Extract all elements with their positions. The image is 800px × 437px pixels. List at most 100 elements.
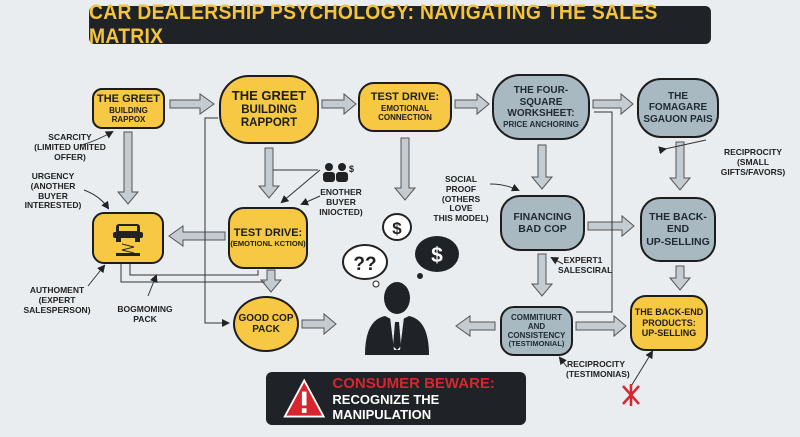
car-on-lift-icon <box>113 224 143 256</box>
node-text: PACK <box>252 324 280 335</box>
label-text: ENOTHER <box>320 187 362 197</box>
label-text: (OTHERS LOVE <box>441 193 481 214</box>
node-text: BUILDING RAPPOX <box>109 105 148 124</box>
arrow <box>530 253 554 297</box>
node-text: FINANCING <box>513 210 572 223</box>
warning-icon <box>283 378 326 418</box>
label-another-buyer: ENOTHER BUYER INIOCTED) <box>306 187 376 217</box>
node-greet-big: THE GREET BUILDING RAPPORT <box>219 75 319 144</box>
label-social-proof: SOCIAL PROOF (OTHERS LOVE THIS MODEL) <box>432 174 490 224</box>
arrow <box>301 312 337 336</box>
arrow <box>668 141 692 191</box>
red-cross-icon <box>622 384 640 406</box>
label-text: SALESCIRAL <box>558 264 613 275</box>
node-test-drive-top: TEST DRIVE: EMOTIONAL CONNECTION <box>358 82 452 132</box>
node-text: SGAUON PAIS <box>643 113 713 125</box>
label-text: THIS MODEL) <box>433 213 489 224</box>
banner-heading: CONSUMER BEWARE: <box>332 375 495 392</box>
label-urgency: URGENCY (ANOTHER BUYER INTERESTED) <box>18 171 88 211</box>
pointer-arrow <box>300 195 321 206</box>
node-text: CONSISTENCY <box>507 331 566 341</box>
arrow <box>116 131 140 205</box>
dollar-thought-bubble-dark: $ <box>415 236 459 279</box>
people-money-icon: $ <box>323 163 354 182</box>
arrow <box>587 214 635 238</box>
label-text: (EXPERT SALESPERSON) <box>23 294 91 315</box>
node-greet-small: THE GREET BUILDING RAPPOX <box>92 88 165 129</box>
pointer-arrow <box>81 131 114 146</box>
node-text: (TESTIMONIAL) <box>508 339 565 349</box>
person-silhouette-icon <box>365 282 429 355</box>
connector-line <box>576 111 613 313</box>
node-text: TEST DRIVE: <box>370 91 440 104</box>
node-text: GOOD COP <box>238 312 294 324</box>
label-scarcity: SCARCITY (LIMITED UMITED OFFER) <box>30 132 110 162</box>
pointer-arrow <box>280 169 321 204</box>
label-text: INTERESTED) <box>24 200 82 211</box>
pointer-arrow <box>629 350 654 389</box>
arrow <box>455 315 496 337</box>
node-good-cop: GOOD COP PACK <box>233 296 299 352</box>
node-financing: FINANCING BAD COP <box>500 195 585 251</box>
label-text: SOCIAL PROOF <box>444 174 478 194</box>
label-text: SCARCITY <box>48 132 92 142</box>
arrow <box>257 147 281 199</box>
connector-line <box>120 264 265 283</box>
dollar-thought-bubble-white: $ <box>382 213 412 241</box>
node-text: THE BACK-END <box>634 307 704 318</box>
banner-subheading: RECOGNIZE THE MANIPULATION <box>332 392 440 422</box>
label-text: BUYER INIOCTED) <box>319 196 363 217</box>
node-text: TEST DRIVE: <box>233 227 303 240</box>
arrow <box>592 92 634 116</box>
pointer-arrow <box>489 183 520 192</box>
arrow <box>530 144 554 190</box>
arrow <box>169 93 215 115</box>
pointer-arrow <box>558 356 568 368</box>
node-text: BUILDING RAPPORT <box>240 103 298 129</box>
connector-line <box>129 264 259 276</box>
node-text: UP-SELLING <box>646 235 710 248</box>
arrow <box>259 269 283 293</box>
arrow <box>168 225 226 247</box>
label-text: URGENCY <box>31 171 75 181</box>
node-text: WORKSHEET: <box>507 108 575 120</box>
node-commitment: COMMITIURT AND CONSISTENCY (TESTIMONIAL) <box>500 306 573 356</box>
pointer-arrow <box>147 274 158 297</box>
node-text: THE FOUR-SQUARE <box>513 85 569 108</box>
label-text: EXPERT1 <box>563 255 603 265</box>
node-text: EMOTIONAL CONNECTION <box>378 104 432 123</box>
node-text: UP-SELLING <box>641 328 697 339</box>
node-text: THE FOMAGARE <box>648 90 708 114</box>
node-text: COMMITIURT AND <box>510 312 563 332</box>
node-back-end-products: THE BACK-END PRODUCTS: UP-SELLING <box>630 295 708 351</box>
node-text: PRICE ANCHORING <box>503 119 579 129</box>
label-text: RECIPROCITY <box>566 359 626 369</box>
label-text: (SMALL GIFTS/FAVORS) <box>720 156 786 177</box>
node-car-box <box>92 212 164 264</box>
arrow <box>454 92 490 116</box>
label-text: (ANOTHER BUYER <box>30 180 76 201</box>
arrow <box>321 92 357 116</box>
pointer-arrow <box>87 264 106 287</box>
node-text: BAD COP <box>518 223 567 235</box>
node-text: THE GREET <box>231 87 307 103</box>
question-thought-bubble: ?? <box>342 244 388 288</box>
page-title: CAR DEALERSHIP PSYCHOLOGY: NAVIGATING TH… <box>89 1 711 48</box>
pointer-arrow <box>658 139 707 155</box>
label-bogmoming: BOGMOMING PACK <box>110 304 180 325</box>
label-text: (LIMITED UMITED <box>34 141 106 152</box>
pointer-arrow <box>83 189 110 210</box>
label-text: (TESTIMONIAS) <box>566 368 630 379</box>
thought-text: $ <box>431 244 443 267</box>
label-text: OFFER) <box>54 151 86 162</box>
label-reciprocity-top: RECIPROCITY (SMALL GIFTS/FAVORS) <box>708 147 798 177</box>
node-back-end-upselling: THE BACK-END UP-SELLING <box>640 197 716 262</box>
customer-thinking-illustration: ?? $ $ <box>342 213 459 355</box>
svg-text:$: $ <box>349 164 354 174</box>
node-text: THE BACK-END <box>649 211 707 236</box>
node-text: (EMOTIONL KCTION) <box>230 239 306 248</box>
label-text: RECIPROCITY <box>723 147 783 157</box>
node-text: PRODUCTS: <box>642 317 696 328</box>
connector-line <box>204 117 230 327</box>
arrow <box>668 265 692 291</box>
